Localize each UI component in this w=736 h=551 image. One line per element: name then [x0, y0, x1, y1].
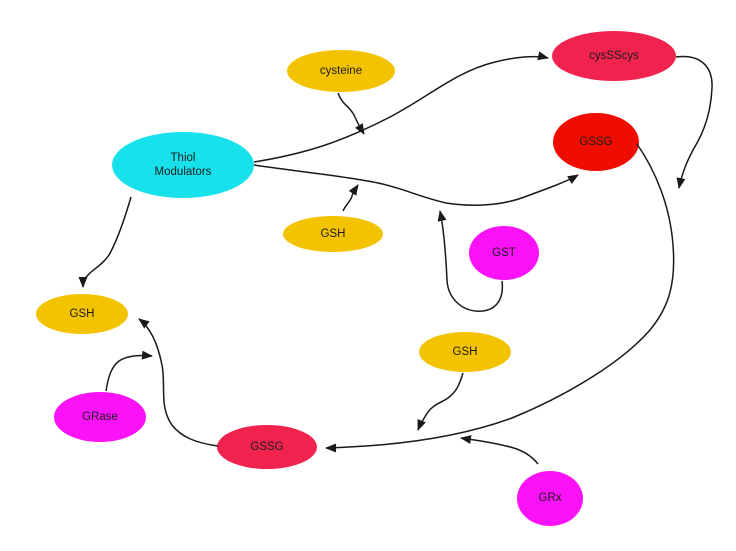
node-gsh-left: GSH — [36, 294, 128, 334]
node-grase: GRase — [54, 392, 146, 442]
node-label: GRx — [538, 492, 562, 505]
node-label: GSH — [69, 307, 95, 320]
node-cysteine: cysteine — [287, 50, 395, 92]
edge-gssg-top-to-gssg-bottom — [325, 143, 675, 453]
node-gst: GST — [469, 226, 539, 280]
node-label: GST — [492, 246, 516, 259]
edge-thiol-modulators-to-gsh-left — [78, 196, 132, 288]
node-gssg-top: GSSG — [553, 113, 639, 171]
node-label: cysSScys — [589, 49, 639, 62]
edge-thiol-modulators-to-gssg-top — [253, 164, 579, 206]
edge-gsh-bottom-annotation — [417, 372, 464, 431]
edge-gsh-mid-annotation — [342, 184, 359, 212]
node-label: GSSG — [579, 135, 613, 148]
node-label: GSSG — [250, 440, 284, 453]
edge-gssg-bottom-to-gsh-left — [138, 318, 219, 447]
node-gsh-mid: GSH — [283, 216, 383, 252]
node-gsh-bottom: GSH — [419, 332, 511, 372]
edge-cysSScys-annotation — [675, 55, 713, 189]
edge-grx-annotation — [460, 435, 539, 465]
node-label: GSH — [452, 345, 478, 358]
node-label: GRase — [82, 410, 118, 423]
node-label: cysteine — [319, 64, 363, 77]
node-thiol-modulators: Thiol Modulators — [112, 132, 254, 198]
node-grx: GRx — [517, 471, 583, 526]
node-cysSScys: cysSScys — [552, 31, 676, 81]
edge-cysteine-annotation — [337, 92, 365, 135]
node-label: GSH — [320, 227, 346, 240]
node-gssg-bottom: GSSG — [217, 425, 317, 469]
node-label: Thiol Modulators — [154, 151, 212, 178]
edge-grase-annotation — [105, 350, 153, 392]
